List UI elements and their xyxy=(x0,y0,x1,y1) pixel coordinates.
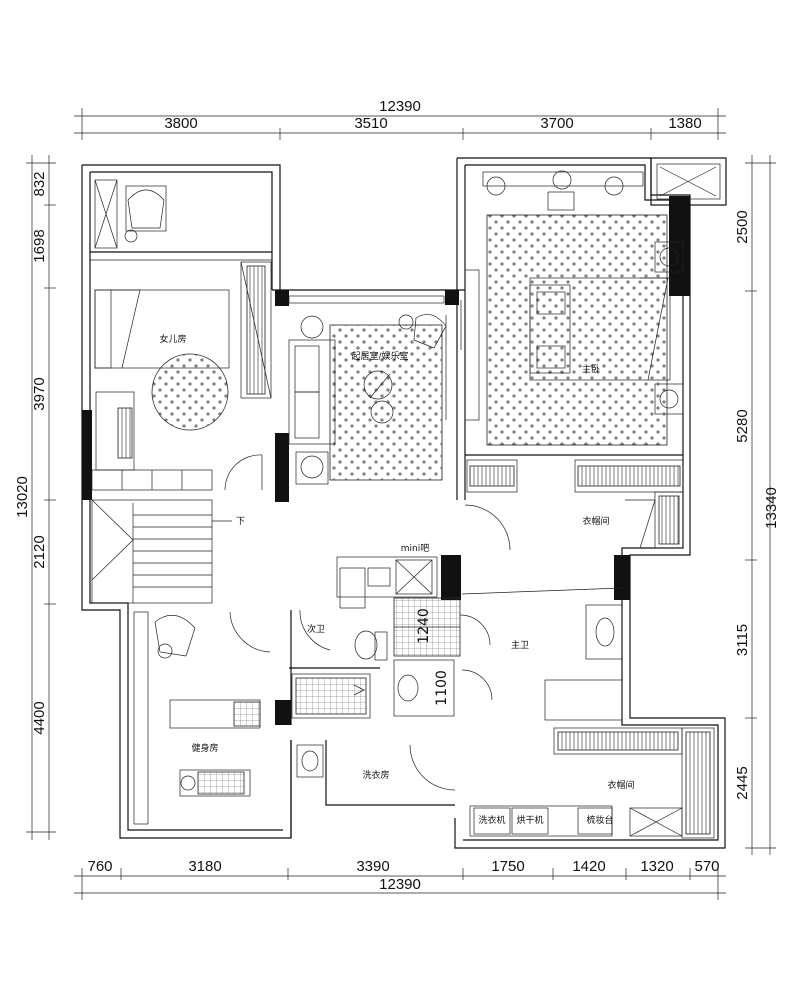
left-total-dim: 13020 xyxy=(14,476,31,518)
dryer-label: 烘干机 xyxy=(516,814,543,826)
gym-label: 健身房 xyxy=(191,742,218,754)
living-rug xyxy=(329,324,443,481)
shower-dim: 1240 xyxy=(416,608,432,644)
secondary-bathroom: 次卫 xyxy=(289,609,388,725)
laundry-room: 洗衣房 xyxy=(296,744,456,791)
right-dim-3: 3115 xyxy=(734,624,751,656)
mini-bar-label: mini吧 xyxy=(401,543,429,554)
lower-cloakroom: 衣帽间 洗衣机 烘干机 梳妆台 xyxy=(469,727,715,839)
bottom-dim-4: 1750 xyxy=(491,858,524,875)
bottom-total-dim: 12390 xyxy=(379,876,421,893)
washer-label: 洗衣机 xyxy=(478,814,505,826)
left-dim-5: 4400 xyxy=(31,701,48,734)
living-room-label: 起居室/娱乐室 xyxy=(351,350,408,362)
top-dim-1: 3800 xyxy=(164,115,197,132)
bottom-dim-3: 3390 xyxy=(356,858,389,875)
top-dimension-lines: 12390 3800 3510 3700 1380 xyxy=(74,98,726,140)
right-dim-4: 2445 xyxy=(734,766,751,799)
bottom-dim-2: 3180 xyxy=(188,858,221,875)
bottom-dim-5: 1420 xyxy=(572,858,605,875)
bottom-dim-1: 760 xyxy=(87,858,112,875)
daughter-room-label: 女儿房 xyxy=(159,333,186,345)
right-total-dim: 13340 xyxy=(763,487,780,529)
top-dim-4: 1380 xyxy=(668,115,701,132)
left-dim-1: 832 xyxy=(31,171,48,196)
upper-cloakroom-label: 衣帽间 xyxy=(582,515,609,527)
daughter-room: 女儿房 xyxy=(90,179,272,491)
lower-cloakroom-label: 衣帽间 xyxy=(607,779,634,791)
vanity-label: 梳妆台 xyxy=(586,814,613,826)
top-total-dim: 12390 xyxy=(379,98,421,115)
gym: 健身房 xyxy=(133,611,271,825)
master-bedroom-label: 主卧 xyxy=(582,363,600,375)
left-dimension-lines: 13020 832 1698 3970 2120 4400 xyxy=(14,155,56,840)
master-bedroom: 主卧 xyxy=(464,170,684,446)
upper-cloakroom: 衣帽间 xyxy=(464,454,684,551)
right-dim-1: 2500 xyxy=(734,210,751,243)
bottom-dimension-lines: 760 3180 3390 1750 1420 1320 570 12390 xyxy=(74,858,726,900)
left-dim-2: 1698 xyxy=(31,229,48,262)
secondary-bath-label: 次卫 xyxy=(307,623,325,635)
left-dim-4: 2120 xyxy=(31,535,48,568)
living-room: 起居室/娱乐室 xyxy=(288,295,462,485)
bottom-dim-6: 1320 xyxy=(640,858,673,875)
laundry-room-label: 洗衣房 xyxy=(362,769,389,781)
master-rug xyxy=(486,214,668,446)
master-bath-label: 主卫 xyxy=(511,639,529,651)
master-bathroom: 1240 1100 主卫 xyxy=(393,587,623,721)
structural-columns xyxy=(82,196,690,725)
left-dim-3: 3970 xyxy=(31,377,48,410)
bottom-dim-7: 570 xyxy=(694,858,719,875)
toilet-dim: 1100 xyxy=(434,670,450,706)
mini-bar: mini吧 xyxy=(336,543,438,609)
top-dim-3: 3700 xyxy=(540,115,573,132)
right-dim-2: 5280 xyxy=(734,409,751,442)
round-rug xyxy=(151,353,229,431)
stairs: 下 xyxy=(91,499,245,604)
stair-down-label: 下 xyxy=(236,517,245,527)
right-dimension-lines: 2500 5280 3115 2445 13340 xyxy=(734,155,780,855)
top-dim-2: 3510 xyxy=(354,115,387,132)
